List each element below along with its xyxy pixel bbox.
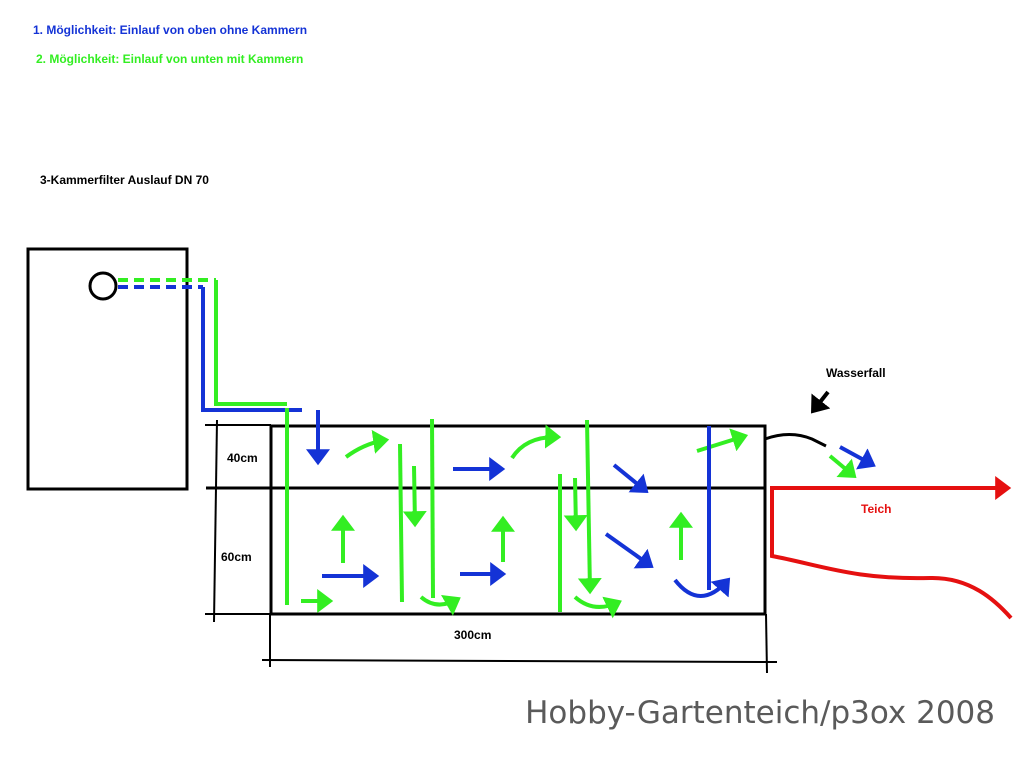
dimension-top-height: 40cm xyxy=(227,451,258,465)
flow-arrows-blue xyxy=(306,410,876,598)
outlet-circle xyxy=(88,271,118,301)
outlet-pipe-green xyxy=(118,278,287,406)
green-flow-arrow xyxy=(573,595,622,619)
green-flow-arrow xyxy=(402,465,427,528)
dimension-length: 300cm xyxy=(454,628,491,642)
watermark: Hobby-Gartenteich/p3ox 2008 xyxy=(525,695,995,731)
blue-flow-arrow xyxy=(604,532,654,569)
waterfall-outlet xyxy=(764,433,827,448)
blue-flow-arrow xyxy=(612,463,649,494)
waterfall-arrow-blue xyxy=(839,445,876,470)
green-flow-arrow xyxy=(510,424,562,460)
basin xyxy=(206,424,767,616)
outlet-pipe-blue xyxy=(118,285,302,412)
blue-flow-arrow xyxy=(673,577,731,598)
green-flow-line xyxy=(398,443,404,603)
green-flow-arrow xyxy=(696,428,749,453)
dimension-lines xyxy=(205,419,778,674)
pond-label: Teich xyxy=(861,502,891,516)
pond-outline xyxy=(770,486,1013,620)
waterfall-arrow-green xyxy=(828,454,857,479)
pond xyxy=(770,476,1013,620)
filter-box xyxy=(26,247,189,491)
green-flow-arrow xyxy=(563,477,588,532)
waterfall-pointer-arrow xyxy=(811,390,831,414)
waterfall-label: Wasserfall xyxy=(826,366,886,380)
legend-option-2: 2. Möglichkeit: Einlauf von unten mit Ka… xyxy=(36,52,303,66)
dimension-bottom-height: 60cm xyxy=(221,550,252,564)
legend-option-1: 1. Möglichkeit: Einlauf von oben ohne Ka… xyxy=(33,23,307,37)
green-flow-line xyxy=(430,418,435,599)
green-flow-arrow xyxy=(344,429,390,459)
green-flow-arrow xyxy=(577,419,602,595)
green-flow-arrow xyxy=(419,594,461,616)
flow-arrows-green xyxy=(285,408,857,619)
filter-label: 3-Kammerfilter Auslauf DN 70 xyxy=(40,173,209,187)
